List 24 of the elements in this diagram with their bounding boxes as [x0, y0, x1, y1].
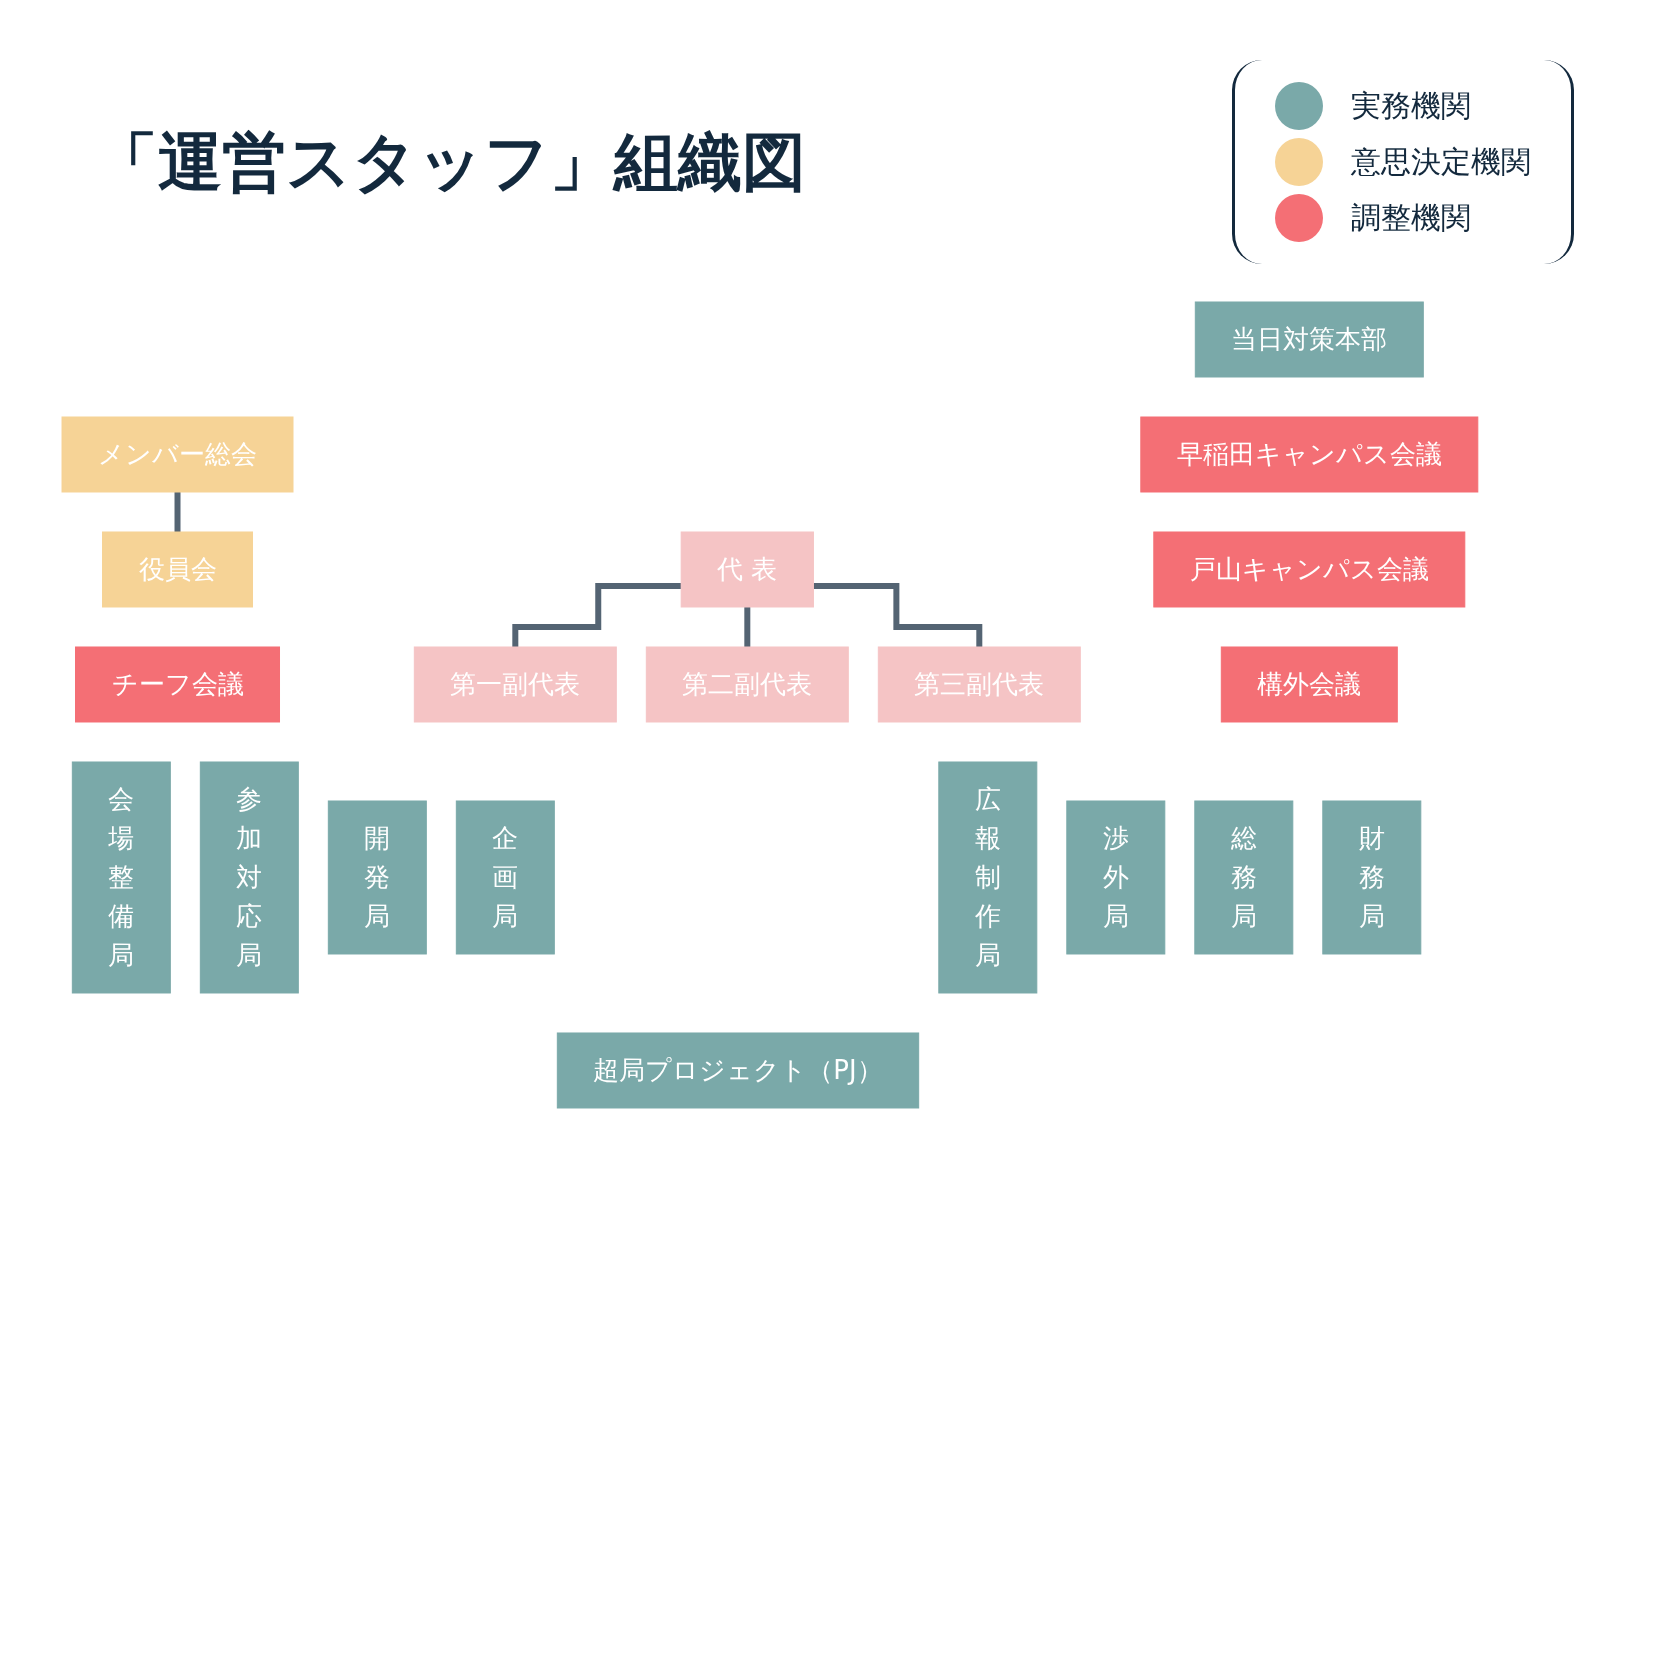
node-box: 開発局 — [327, 800, 427, 955]
node-box: 当日対策本部 — [1194, 301, 1424, 378]
title: 「運営スタッフ」組織図 — [93, 123, 806, 201]
node-box: チーフ会議 — [74, 646, 280, 723]
legend-label: 実務機関 — [1350, 86, 1471, 125]
node-box: 会場整備局 — [71, 761, 171, 994]
node-box: 企画局 — [455, 800, 555, 955]
node-box: 戸山キャンパス会議 — [1152, 531, 1465, 608]
legend-label: 調整機関 — [1350, 198, 1471, 237]
node-box: 役員会 — [101, 531, 253, 608]
legend-label: 意思決定機関 — [1350, 142, 1531, 181]
node-box: 早稲田キャンパス会議 — [1139, 416, 1478, 493]
node-box: 第二副代表 — [645, 646, 849, 723]
node-box: 超局プロジェクト（PJ） — [556, 1032, 919, 1109]
node-box: 参加対応局 — [199, 761, 299, 994]
node-box: 第一副代表 — [413, 646, 617, 723]
node-box: 財務局 — [1321, 800, 1421, 955]
node-box: メンバー総会 — [61, 416, 293, 493]
node-box: 第三副代表 — [877, 646, 1081, 723]
node-box: 構外会議 — [1220, 646, 1398, 723]
node-box: 総務局 — [1193, 800, 1293, 955]
node-box: 広報制作局 — [937, 761, 1037, 994]
node-box: 代 表 — [680, 531, 814, 608]
node-box: 渉外局 — [1065, 800, 1165, 955]
